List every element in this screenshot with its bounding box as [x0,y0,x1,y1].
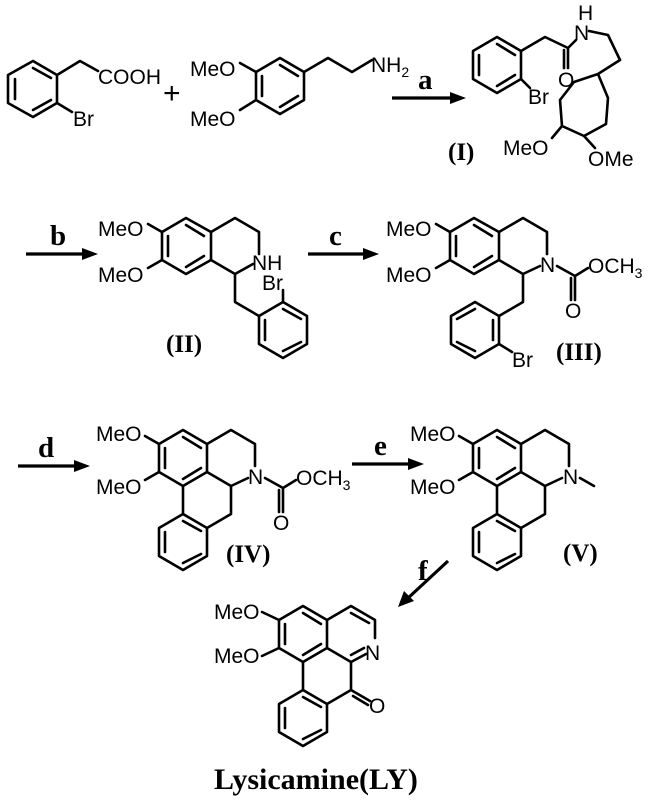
compound-V: MeO MeO N (V) [410,423,598,572]
bromo-atom: Br [528,86,549,109]
compound-I: H N O Br MeO OMe (I) [448,2,634,171]
amine-group: NH2 [371,54,409,80]
plus-sign: + [163,77,181,110]
reaction-arrow-c: c [308,220,379,260]
reaction-arrow-e: e [352,430,424,470]
amine-n: N [563,466,578,489]
methoxy-label: MeO [410,423,456,446]
compound-label-lysicamine: Lysicamine(LY) [214,763,418,796]
methoxy-label: MeO [214,601,260,624]
methoxy-label: MeO [96,423,142,446]
step-label-b: b [50,220,66,252]
amine-nh: NH [252,252,282,275]
methoxy-label: MeO [98,264,144,287]
methoxy-label: MeO [410,476,456,499]
bromo-atom: Br [73,108,94,131]
amine-n: N [248,466,263,489]
methoxy-label: MeO [98,218,144,241]
reactant-bromophenylacetic-acid: COOH Br [6,59,161,131]
methoxy-label: MeO [190,58,236,81]
carbonyl-o: O [565,300,581,323]
carbonyl-o: O [558,69,574,92]
step-label-f: f [418,555,428,587]
amide-h: H [578,2,593,25]
step-label-e: e [374,430,387,462]
methoxy-label: OMe [588,148,634,171]
compound-label-IV: (IV) [226,541,270,568]
compound-label-I: (I) [448,139,474,166]
reaction-arrow-d: d [18,432,90,472]
methyl-ester-group: OCH3 [588,255,643,281]
carbonyl-o: O [273,512,289,535]
methoxy-label: MeO [386,218,432,241]
compound-II: MeO MeO NH Br (II) [98,216,309,360]
cooh-group: COOH [98,66,161,89]
pyridine-n: N [365,642,380,665]
bromo-atom: Br [262,272,283,295]
compound-label-II: (II) [166,331,202,358]
step-label-a: a [418,64,433,96]
reaction-arrow-b: b [26,220,98,260]
amide-n: N [574,22,589,45]
methoxy-label: MeO [386,264,432,287]
compound-lysicamine: MeO MeO N O Lysicamine(LY) [214,601,418,796]
compound-label-III: (III) [556,339,602,366]
methoxy-label: MeO [96,476,142,499]
step-label-d: d [38,432,54,464]
methoxy-label: MeO [503,137,549,160]
methyl-ester-group: OCH3 [296,467,351,493]
reactant-dimethoxyphenethylamine: MeO MeO NH2 [190,54,409,131]
compound-label-V: (V) [563,540,598,567]
compound-III: MeO MeO N OCH3 O Br (III) [386,216,643,372]
step-label-c: c [329,220,342,252]
methoxy-label: MeO [190,108,236,131]
ketone-o: O [369,695,385,718]
compound-IV: MeO MeO N OCH3 O (IV) [96,423,351,572]
amine-n: N [540,254,555,277]
methoxy-label: MeO [214,645,260,668]
bromo-atom: Br [512,349,533,372]
reaction-arrow-f: f [398,555,450,607]
reaction-arrow-a: a [392,64,466,104]
